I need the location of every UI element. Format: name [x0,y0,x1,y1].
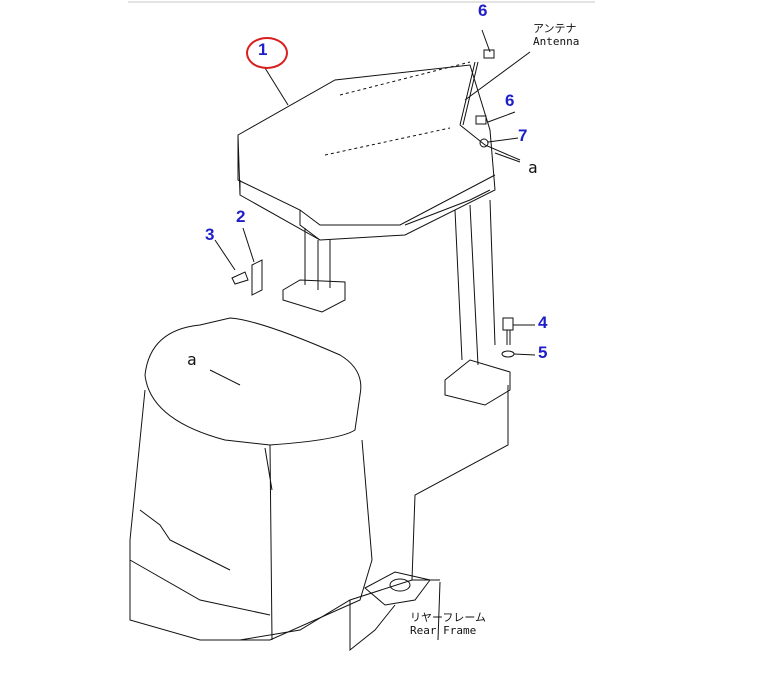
view-a-arrow-top [494,152,521,163]
callout-2[interactable]: 2 [236,207,246,226]
rear-frame-label: リヤーフレーム Rear Frame [410,611,486,637]
canopy-roof [237,61,496,241]
canopy-right-post [411,199,511,581]
callout-4[interactable]: 4 [538,313,548,332]
callout-1[interactable]: 1 [258,40,268,59]
canopy-left-post [282,228,346,313]
callout-7[interactable]: 7 [518,126,528,145]
callout-6-lower[interactable]: 6 [505,91,515,110]
callout-3[interactable]: 3 [205,225,215,244]
antenna [459,29,531,161]
antenna-label-jp: アンテナ [533,22,577,35]
view-a-arrow-body [209,369,241,386]
rear-hood [129,317,440,641]
view-a-label-body: a [187,350,197,369]
view-a-label-top: a [528,158,538,177]
leader-lines [214,67,536,356]
rear-frame-label-en: Rear Frame [410,624,477,637]
callout-6-top[interactable]: 6 [478,1,488,20]
highlight-ring-callout-1 [246,37,288,69]
antenna-label: アンテナ Antenna [533,22,579,48]
page-top-border [128,1,595,3]
rear-frame [349,571,441,652]
antenna-label-en: Antenna [533,35,580,48]
small-parts [231,259,515,358]
callout-5[interactable]: 5 [538,343,548,362]
rear-frame-label-jp: リヤーフレーム [410,611,487,624]
